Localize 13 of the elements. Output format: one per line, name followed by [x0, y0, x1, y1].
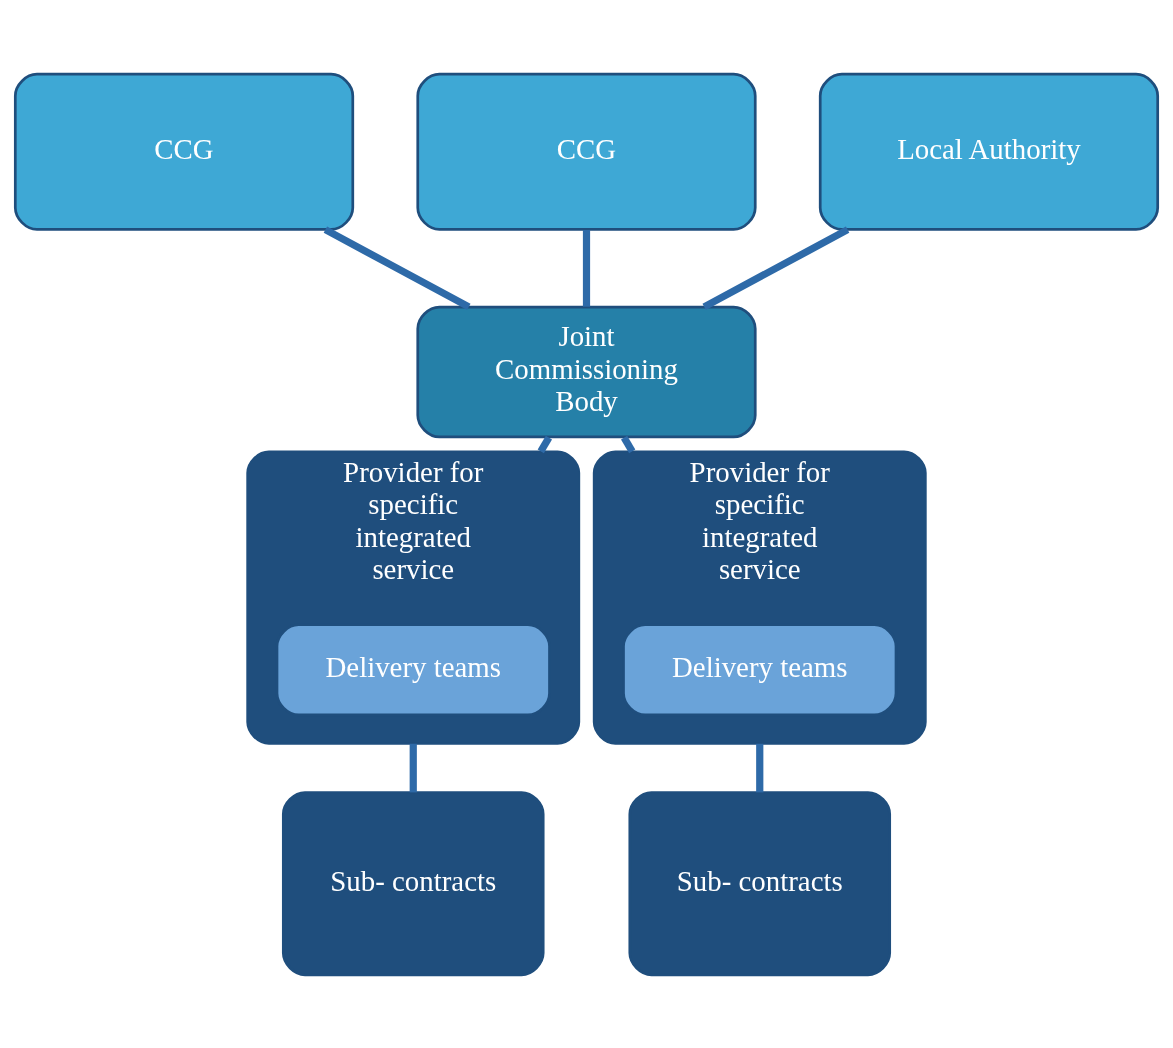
node-box: Joint Commissioning Body [416, 305, 757, 438]
node-box: Local Authority [818, 72, 1160, 231]
connector [702, 226, 850, 310]
connector [621, 435, 636, 453]
node-box: CCG [416, 72, 757, 231]
connector [582, 229, 591, 307]
connector [756, 743, 764, 792]
connector [409, 743, 417, 792]
node-box: CCG [13, 72, 355, 231]
node-box: Sub- contracts [281, 790, 545, 976]
connector [323, 226, 471, 310]
connector [537, 435, 552, 453]
node-box: Sub- contracts [628, 790, 892, 976]
